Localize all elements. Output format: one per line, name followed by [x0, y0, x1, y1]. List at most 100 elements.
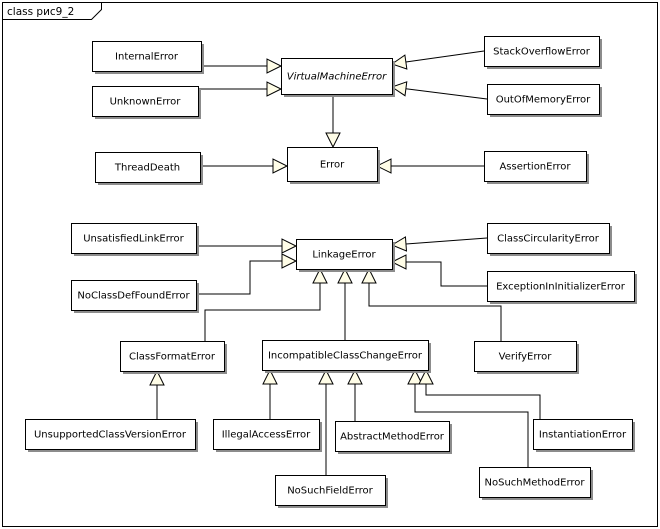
class-incompatible-class-change-error[interactable]: IncompatibleClassChangeError [262, 340, 432, 374]
class-name: UnsupportedClassVersionError [34, 430, 187, 441]
class-verify-error[interactable]: VerifyError [474, 341, 580, 375]
class-out-of-memory-error[interactable]: OutOfMemoryError [487, 84, 603, 118]
generalization-arrowhead [390, 54, 408, 70]
class-name: UnknownError [110, 97, 182, 108]
generalization-arrowhead [281, 238, 298, 254]
class-name: AssertionError [499, 162, 571, 173]
generalization-arrowhead [407, 368, 423, 385]
class-class-circularity-error[interactable]: ClassCircularityError [487, 223, 613, 257]
generalization-edges [149, 50, 541, 475]
class-box [335, 421, 450, 452]
class-unsatisfied-link-error[interactable]: UnsatisfiedLinkError [71, 223, 200, 257]
class-thread-death[interactable]: ThreadDeath [95, 152, 204, 186]
generalization-arrowhead [325, 132, 341, 149]
class-box [95, 152, 201, 183]
class-box [487, 223, 610, 254]
generalization-exception_in_initializer_error-to-linkage_error [406, 261, 487, 287]
class-box [71, 280, 197, 311]
generalization-arrowhead [318, 368, 334, 385]
class-no-such-field-error[interactable]: NoSuchFieldError [275, 475, 389, 509]
generalization-class_circularity_error-to-linkage_error [405, 237, 488, 245]
generalization-arrowhead [266, 58, 283, 74]
class-name: IllegalAccessError [222, 430, 311, 441]
class-linkage-error[interactable]: LinkageError [296, 239, 396, 273]
generalization-arrowhead [390, 236, 408, 252]
class-name: InstantiationError [539, 430, 627, 441]
generalization-arrowhead [149, 369, 165, 386]
class-box [92, 41, 202, 72]
generalization-stack_overflow_error-to-virtual_machine_error [405, 50, 485, 63]
generalization-class_format_error-to-linkage_error [204, 283, 321, 341]
class-name: UnsatisfiedLinkError [83, 234, 184, 245]
class-box [487, 84, 600, 115]
generalization-arrowhead [347, 368, 363, 385]
class-name: ClassFormatError [129, 352, 216, 363]
class-name: NoClassDefFoundError [77, 291, 190, 302]
class-abstract-method-error[interactable]: AbstractMethodError [335, 421, 453, 455]
class-name: ClassCircularityError [497, 234, 600, 245]
generalization-arrowhead [375, 158, 392, 174]
class-name: ExceptionInInitializerError [496, 282, 626, 293]
class-box [71, 223, 197, 254]
generalization-arrowhead [281, 253, 298, 269]
class-box [296, 239, 393, 270]
class-name: ThreadDeath [114, 163, 180, 174]
class-box [474, 341, 577, 372]
class-name: Error [320, 160, 345, 171]
class-box [533, 419, 633, 450]
generalization-no_class_def_found_error-to-linkage_error [196, 260, 282, 295]
class-unsupported-class-version-error[interactable]: UnsupportedClassVersionError [25, 419, 199, 453]
generalization-no_such_method_error-to-incompatible_class_change_error [414, 384, 529, 467]
class-name: IncompatibleClassChangeError [268, 351, 423, 362]
class-name: StackOverflowError [493, 47, 591, 58]
generalization-arrowhead [418, 368, 434, 385]
class-box [120, 341, 225, 372]
generalization-arrowhead [262, 368, 278, 385]
class-no-such-method-error[interactable]: NoSuchMethodError [479, 467, 594, 501]
class-illegal-access-error[interactable]: IllegalAccessError [213, 419, 323, 453]
class-unknown-error[interactable]: UnknownError [92, 86, 202, 120]
generalization-arrowhead [337, 267, 353, 284]
generalization-instantiation_error-to-incompatible_class_change_error [425, 384, 541, 419]
class-internal-error[interactable]: InternalError [92, 41, 205, 75]
frame-tab [2, 2, 102, 20]
class-box [92, 86, 199, 117]
class-name: VirtualMachineError [287, 72, 387, 83]
class-exception-in-initializer-error[interactable]: ExceptionInInitializerError [487, 271, 638, 305]
class-box [281, 58, 393, 95]
class-box [484, 36, 600, 67]
class-box [275, 475, 386, 506]
generalization-arrowhead [390, 254, 407, 270]
class-class-format-error[interactable]: ClassFormatError [120, 341, 228, 375]
generalization-arrowhead [266, 81, 283, 97]
class-box [479, 467, 591, 498]
class-box [484, 151, 587, 182]
generalization-verify_error-to-linkage_error [368, 283, 502, 341]
generalization-arrowhead [272, 158, 289, 174]
class-name: LinkageError [312, 250, 376, 261]
class-name: NoSuchFieldError [287, 486, 373, 497]
class-name: AbstractMethodError [340, 432, 445, 443]
class-name: OutOfMemoryError [496, 95, 591, 106]
generalization-arrowhead [312, 267, 328, 284]
class-box [287, 147, 378, 182]
class-instantiation-error[interactable]: InstantiationError [533, 419, 636, 453]
generalization-out_of_memory_error-to-virtual_machine_error [405, 88, 488, 100]
class-stack-overflow-error[interactable]: StackOverflowError [484, 36, 603, 70]
class-box [262, 340, 429, 371]
class-box [213, 419, 320, 450]
generalization-arrowhead [390, 81, 408, 97]
class-error[interactable]: Error [287, 147, 381, 185]
class-no-class-def-found-error[interactable]: NoClassDefFoundError [71, 280, 200, 314]
class-name: NoSuchMethodError [485, 478, 586, 489]
frame-label: class рис9_2 [7, 6, 74, 18]
class-box [25, 419, 196, 450]
generalization-arrowhead [361, 267, 377, 284]
class-assertion-error[interactable]: AssertionError [484, 151, 590, 185]
class-virtual-machine-error[interactable]: VirtualMachineError [281, 58, 396, 98]
class-box [487, 271, 635, 302]
class-name: VerifyError [499, 352, 553, 363]
